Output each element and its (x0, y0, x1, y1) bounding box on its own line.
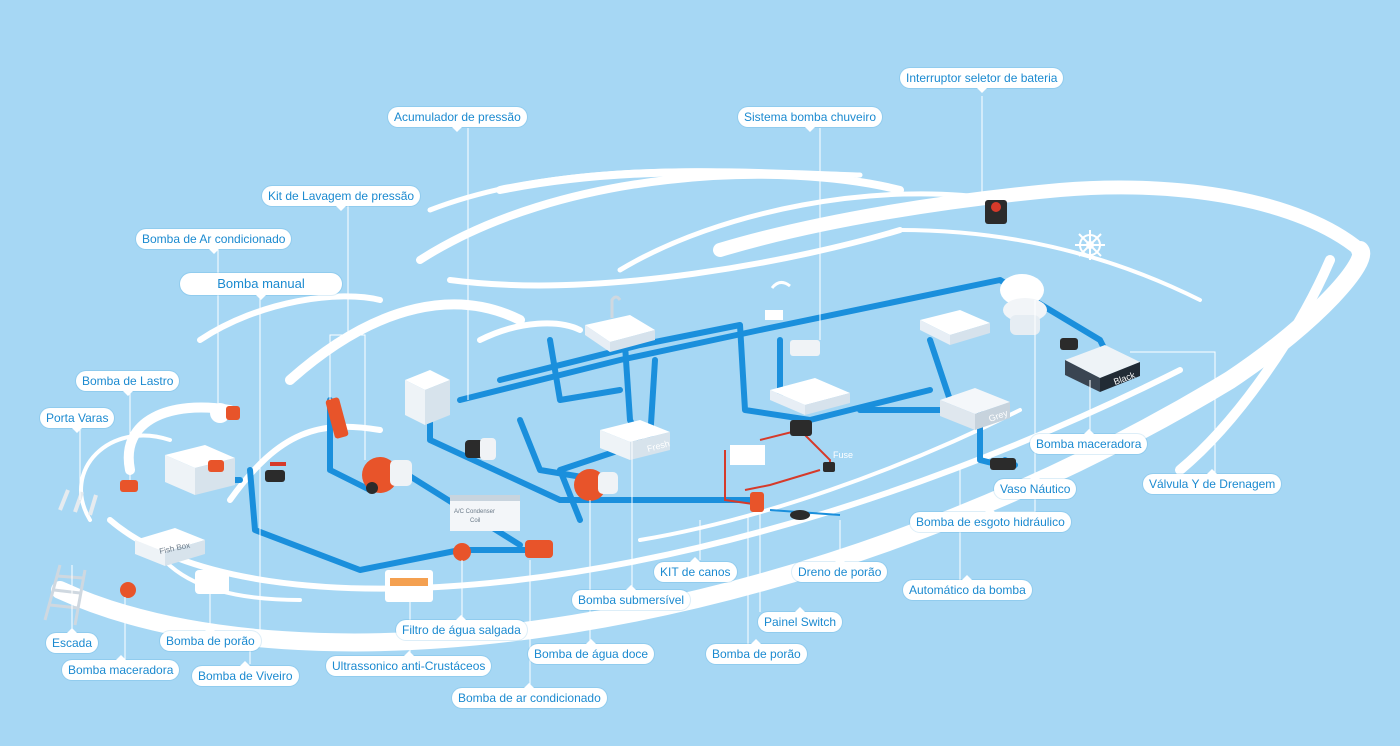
label-filtro-agua-salgada: Filtro de água salgada (396, 615, 527, 640)
lastro-pump-head (226, 406, 240, 420)
label-interruptor-seletor-bateria: Interruptor seletor de bateria (900, 68, 1064, 93)
filtro-agua-salgada (453, 543, 471, 561)
livewell-box (165, 445, 235, 495)
bilge-pump-left (195, 570, 229, 594)
esgoto-pump (990, 458, 1016, 470)
label-sistema-bomba-chuveiro: Sistema bomba chuveiro (738, 107, 883, 132)
shower-head-icon (770, 281, 791, 289)
ac-condenser-label: A/C Condenser (454, 509, 495, 515)
label-kit-lavagem-pressao: Kit de Lavagem de pressão (262, 186, 421, 211)
ultrasonic-box (385, 570, 433, 602)
label-bomba-porao-mid: Bomba de porão (706, 639, 807, 664)
label-porta-varas: Porta Varas (40, 408, 115, 433)
label-bomba-manual: Bomba manual (180, 273, 342, 300)
pressure-wash-gun (325, 397, 349, 439)
ac-condenser: A/C Condenser Coil (450, 495, 520, 531)
switch-panel (790, 420, 812, 436)
label-painel-switch: Painel Switch (758, 607, 843, 632)
fresh-tank: Fresh (600, 420, 671, 460)
shower-pump (790, 340, 820, 356)
label-vaso-nautico: Vaso Náutico (994, 474, 1077, 499)
macerator-left (120, 582, 136, 598)
manual-pump-handle (270, 462, 286, 466)
ship-wheel-icon (1075, 230, 1105, 260)
sink-forward (585, 295, 655, 352)
label-escada: Escada (46, 628, 99, 653)
float-switch (790, 510, 810, 520)
toilet (1000, 274, 1047, 335)
label-bomba-maceradora-right: Bomba maceradora (1030, 429, 1148, 454)
label-acumulador-pressao: Acumulador de pressão (388, 107, 527, 132)
fish-box: Fish Box (135, 528, 205, 566)
rod-holder-pump (120, 480, 138, 492)
label-bomba-esgoto-hidraulico: Bomba de esgoto hidráulico (910, 507, 1071, 532)
electrical-panel-box (405, 370, 450, 425)
battery-switch-knob (991, 202, 1001, 212)
label-kit-canos: KIT de canos (654, 557, 737, 582)
fuse-label: Fuse (833, 450, 853, 460)
label-bomba-submersivel: Bomba submersível (572, 585, 691, 610)
sink-mid (770, 378, 850, 415)
pump-ar-condicionado (525, 540, 553, 558)
label-valvula-y-drenagem: Válvula Y de Drenagem (1143, 469, 1282, 494)
label-bomba-porao-left: Bomba de porão (160, 626, 261, 651)
label-dreno-porao: Dreno de porão (792, 557, 888, 582)
manual-pump (265, 470, 285, 482)
rod-holders (58, 489, 98, 516)
pump-kit-lavagem (362, 457, 412, 494)
coil-label: Coil (470, 518, 480, 524)
bilge-pump-mid (750, 492, 764, 512)
black-tank: Black (1065, 345, 1140, 392)
label-bomba-ar-condicionado-bottom: Bomba de ar condicionado (452, 683, 607, 708)
fuse-box (823, 462, 835, 472)
pump-agua-doce (574, 469, 618, 501)
grey-tank: Grey (940, 388, 1010, 430)
label-bomba-viveiro: Bomba de Viveiro (192, 661, 299, 686)
label-automatico-bomba: Automático da bomba (903, 575, 1032, 600)
label-bomba-lastro: Bomba de Lastro (76, 371, 180, 396)
pump-acumulador (465, 438, 496, 460)
kit-box (730, 445, 765, 465)
ladder-icon (43, 564, 87, 626)
label-ultrassonico-anti-crustaceos: Ultrassonico anti-Crustáceos (326, 651, 492, 676)
label-bomba-maceradora-left: Bomba maceradora (62, 655, 180, 680)
ar-cond-pump (208, 460, 224, 472)
shower-mixer (765, 310, 783, 320)
lastro-pump (210, 403, 230, 423)
macerator-right (1060, 338, 1078, 350)
label-bomba-ar-condicionado: Bomba de Ar condicionado (136, 229, 292, 254)
sink-aft (920, 310, 990, 345)
boat-hull-outline (51, 168, 1371, 652)
label-bomba-agua-doce: Bomba de água doce (528, 639, 655, 664)
